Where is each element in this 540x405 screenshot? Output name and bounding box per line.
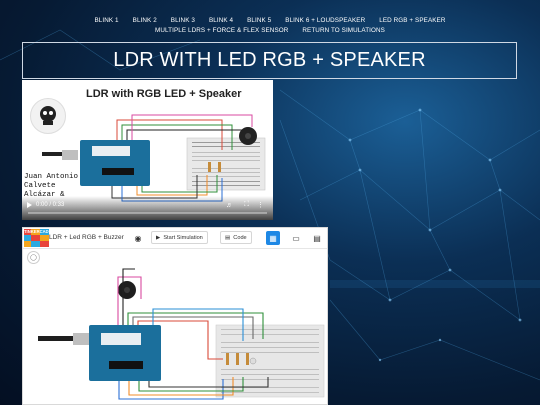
top-navigation: BLINK 1 BLINK 2 BLINK 3 BLINK 4 BLINK 5 … <box>0 16 540 36</box>
page-title-text: LDR WITH LED RGB + SPEAKER <box>113 49 426 71</box>
author-line: Juan Antonio <box>24 173 79 181</box>
logo-tile <box>39 241 49 247</box>
logo-letter: KER <box>30 229 40 235</box>
author-line: Alcázar & <box>24 191 65 199</box>
video-author: Juan Antonio Calvete Alcázar & <box>24 173 78 200</box>
zoom-to-fit-icon[interactable]: ◯ <box>27 251 40 264</box>
logo-letter: CAD <box>39 229 49 235</box>
channel-logo <box>30 98 66 134</box>
schematic-view-icon[interactable]: ▦ <box>266 231 280 245</box>
nav-link-blink-4[interactable]: BLINK 4 <box>208 17 234 24</box>
nav-link-led-rgb-speaker[interactable]: LED RGB + SPEAKER <box>379 17 446 24</box>
nav-link-blink-1[interactable]: BLINK 1 <box>94 17 119 24</box>
nav-link-blink-3[interactable]: BLINK 3 <box>170 17 195 24</box>
volume-icon[interactable]: ♬ <box>226 202 233 209</box>
tinkercad-embed[interactable]: TIN KER CAD LDR + Led RGB + Buzzer ◉ ▶ S… <box>22 227 328 405</box>
tinkercad-toolbar: TIN KER CAD LDR + Led RGB + Buzzer ◉ ▶ S… <box>23 228 327 249</box>
page-title: LDR WITH LED RGB + SPEAKER <box>22 42 517 79</box>
start-simulation-button[interactable]: ▶ Start Simulation <box>151 231 208 244</box>
logo-tile <box>30 241 40 247</box>
start-simulation-label: Start Simulation <box>163 234 203 241</box>
component-list-icon[interactable]: ▭ <box>292 233 300 243</box>
camera-icon[interactable]: ◉ <box>134 233 142 243</box>
nav-link-blink-2[interactable]: BLINK 2 <box>132 17 157 24</box>
video-time: 0:00 / 0:33 <box>36 202 65 208</box>
circuit-schematic-image <box>38 268 325 400</box>
code-icon: ▤ <box>225 234 231 241</box>
video-progress-bar[interactable] <box>28 212 267 214</box>
logo-tile <box>24 241 31 247</box>
play-icon[interactable] <box>27 202 32 208</box>
skull-logo-icon <box>40 106 56 125</box>
nav-link-return-to-simulations[interactable]: RETURN TO SIMULATIONS <box>302 27 385 34</box>
tinkercad-logo[interactable]: TIN KER CAD <box>24 229 49 247</box>
circuit-canvas[interactable] <box>23 249 327 404</box>
fullscreen-icon[interactable]: ⛶ <box>244 201 249 208</box>
video-player[interactable]: LDR with RGB LED + Speaker <box>22 80 273 220</box>
circuit-diagram-image <box>42 114 266 202</box>
design-name: LDR + Led RGB + Buzzer <box>49 234 124 241</box>
logo-letter: TIN <box>24 229 31 235</box>
table-view-icon[interactable]: ▤ <box>313 233 321 243</box>
code-button[interactable]: ▤ Code <box>220 231 252 244</box>
play-icon: ▶ <box>156 234 161 241</box>
logo-tile <box>39 235 49 241</box>
logo-tile <box>24 235 31 241</box>
code-label: Code <box>233 234 247 241</box>
video-title: LDR with RGB LED + Speaker <box>86 88 242 100</box>
nav-link-blink-6-loudspeaker[interactable]: BLINK 6 + LOUDSPEAKER <box>285 17 366 24</box>
author-line: Calvete <box>24 182 56 190</box>
nav-link-multiple-ldrs[interactable]: MULTIPLE LDRS + FORCE & FLEX SENSOR <box>155 27 289 34</box>
logo-tile <box>30 235 40 241</box>
video-controls: 0:00 / 0:33 ♬ ⛶ ⋮ <box>22 196 273 220</box>
nav-link-blink-5[interactable]: BLINK 5 <box>247 17 272 24</box>
more-options-icon[interactable]: ⋮ <box>257 202 264 209</box>
